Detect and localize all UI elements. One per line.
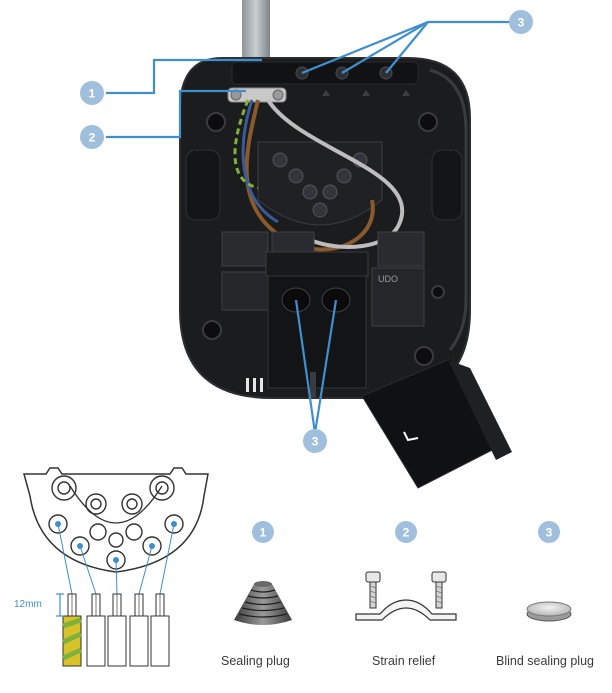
clamp-screw-right xyxy=(272,89,284,101)
part-callout-2: 2 xyxy=(395,521,417,543)
svg-text:3: 3 xyxy=(312,435,319,449)
svg-text:2: 2 xyxy=(403,526,410,540)
svg-text:3: 3 xyxy=(518,16,525,30)
callout-1: 1 xyxy=(80,81,104,105)
vent-slots xyxy=(246,378,263,392)
svg-text:2: 2 xyxy=(89,131,96,145)
blind-sealing-plug-drawing xyxy=(526,601,572,622)
sealing-plug-drawing xyxy=(234,581,292,625)
part-callout-1: 1 xyxy=(252,521,274,543)
terminal-detail xyxy=(23,467,209,667)
part-callout-3: 3 xyxy=(538,521,560,543)
blue-wire xyxy=(241,99,279,224)
strip-length-label: 12mm xyxy=(14,599,42,610)
callout-3-top: 3 xyxy=(509,10,533,34)
svg-text:3: 3 xyxy=(546,526,553,540)
housing-edge-highlight xyxy=(429,68,468,351)
strain-relief-caption: Strain relief xyxy=(372,654,436,668)
gland-star-marks xyxy=(322,90,410,96)
stripped-conductors xyxy=(67,593,165,617)
insulated-wires xyxy=(61,615,170,667)
leader-lines-top xyxy=(106,20,519,434)
mounting-holes xyxy=(202,112,445,366)
charging-holster xyxy=(361,357,512,489)
earth-wire xyxy=(233,99,259,190)
strain-relief-drawing xyxy=(355,571,457,621)
side-bosses xyxy=(185,149,463,221)
blind-sealing-plug-caption: Blind sealing plug xyxy=(496,654,594,668)
svg-text:1: 1 xyxy=(260,526,267,540)
terminal-inner-arc xyxy=(69,485,163,524)
wallbox-housing: UDO xyxy=(179,0,512,489)
wire-terminals xyxy=(48,514,184,570)
terminal-block xyxy=(257,141,383,226)
svg-text:1: 1 xyxy=(89,87,96,101)
wire-guide-lines xyxy=(57,523,175,595)
dimension-marker xyxy=(56,593,64,617)
grey-wire xyxy=(266,98,405,249)
cable-gland-strip xyxy=(231,61,419,85)
brand-label: UDO xyxy=(378,274,398,284)
callout-2: 2 xyxy=(80,125,104,149)
label-stickers xyxy=(221,231,425,327)
outlet-gland-block xyxy=(265,251,369,398)
callout-3-bottom: 3 xyxy=(303,429,327,453)
sealing-plug-caption: Sealing plug xyxy=(221,654,290,668)
